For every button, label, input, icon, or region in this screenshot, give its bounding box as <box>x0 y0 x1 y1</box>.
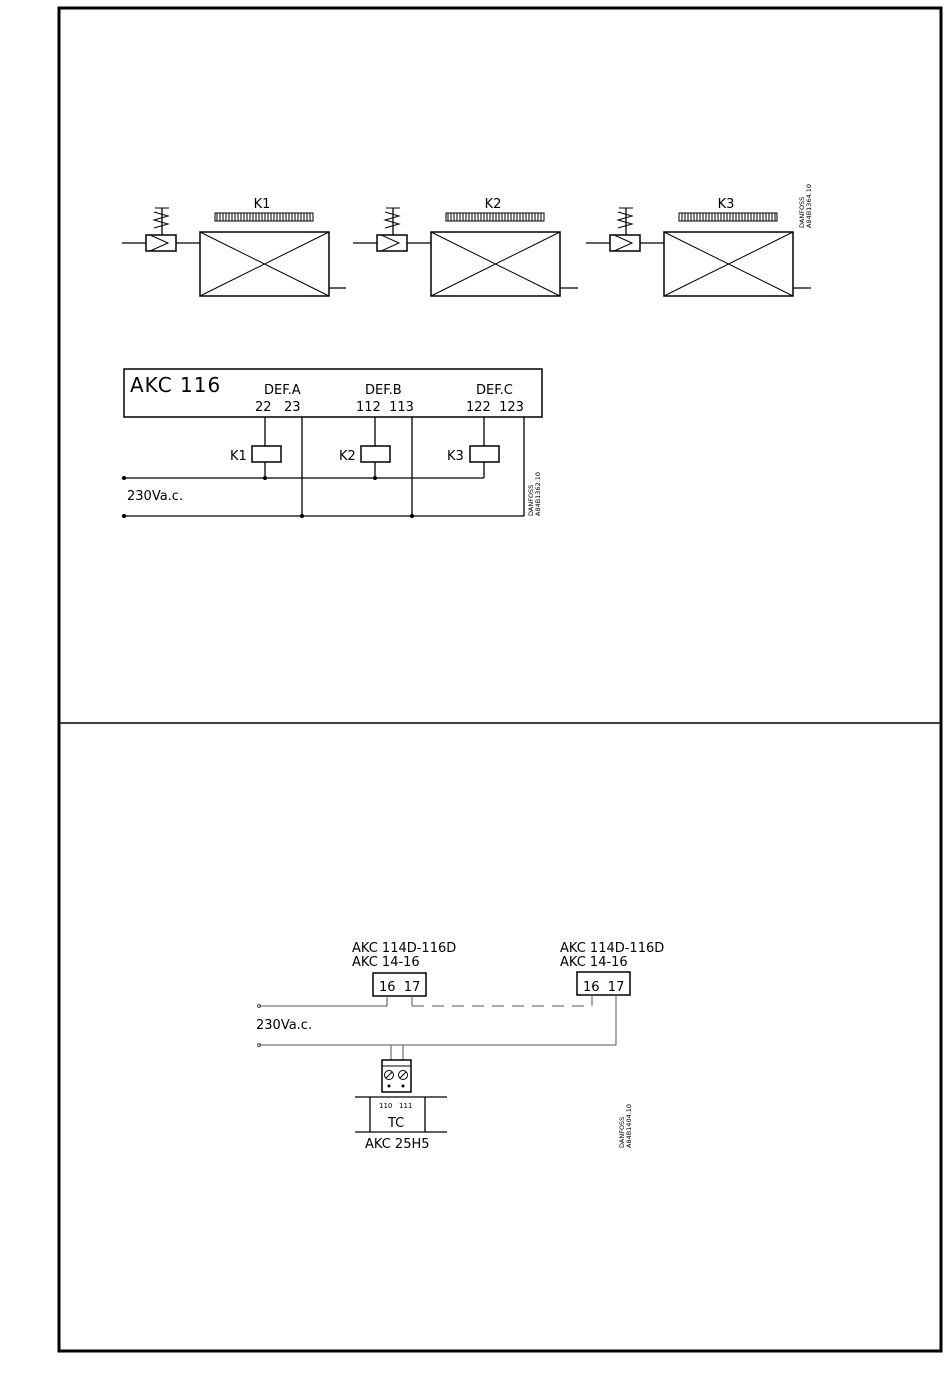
controller-model: AKC 114D-116D <box>352 941 456 956</box>
relay-coil-icon <box>470 446 499 462</box>
network-diagram: AKC 114D-116D AKC 14-16 16 17 AKC 114D-1… <box>256 941 664 1152</box>
controller-model: AKC 14-16 <box>352 955 420 970</box>
evaporator-label: K3 <box>718 197 735 212</box>
solenoid-valve-icon <box>146 235 176 251</box>
fan-coil-icon <box>215 213 313 221</box>
solenoid-valve-icon <box>610 235 640 251</box>
wiring-diagram: AKC 116 DEF.A 22 23 DEF.B 112 113 DEF.C … <box>122 369 542 518</box>
unit-tag: TC <box>387 1116 404 1131</box>
supply-voltage: 230Va.c. <box>127 489 183 504</box>
drawing-reference: DANFOSS A84B1364.10 <box>798 184 813 228</box>
terminal-numbers: 16 17 <box>379 980 420 995</box>
evaporator-unit-3: K3 <box>586 197 811 296</box>
group-label: DEF.C <box>476 383 513 398</box>
relay-label: K3 <box>447 449 464 464</box>
group-label: DEF.B <box>365 383 402 398</box>
fan-coil-icon <box>679 213 777 221</box>
supply-voltage: 230Va.c. <box>256 1018 312 1033</box>
evaporator-unit-1: K1 <box>122 197 346 296</box>
relay-coil-icon <box>252 446 281 462</box>
terminal-numbers: 122 123 <box>466 400 524 415</box>
unit-name: AKC 25H5 <box>365 1137 430 1152</box>
evaporator-diagram: K1 K2 <box>122 184 813 296</box>
unit-terminals: 110 111 <box>379 1102 412 1110</box>
solenoid-valve-icon <box>377 235 407 251</box>
drawing-reference: DANFOSS A84B1362.10 <box>527 472 542 516</box>
controller-model: AKC 14-16 <box>560 955 628 970</box>
controller-model: AKC 114D-116D <box>560 941 664 956</box>
evaporator-label: K1 <box>254 197 271 212</box>
terminal-numbers: 16 17 <box>583 980 624 995</box>
group-label: DEF.A <box>264 383 301 398</box>
svg-text:A84B1364.10: A84B1364.10 <box>805 184 813 228</box>
fan-coil-icon <box>446 213 544 221</box>
relay-label: K1 <box>230 449 247 464</box>
svg-text:A84B1362.10: A84B1362.10 <box>534 472 542 516</box>
evaporator-label: K2 <box>485 197 502 212</box>
svg-text:A84B1404.10: A84B1404.10 <box>625 1104 633 1148</box>
terminal-numbers: 112 113 <box>356 400 414 415</box>
controller-name: AKC 116 <box>130 373 221 397</box>
relay-coil-icon <box>361 446 390 462</box>
drawing-reference: DANFOSS A84B1404.10 <box>618 1104 633 1148</box>
evaporator-unit-2: K2 <box>353 197 578 296</box>
terminal-numbers: 22 23 <box>255 400 300 415</box>
relay-label: K2 <box>339 449 356 464</box>
